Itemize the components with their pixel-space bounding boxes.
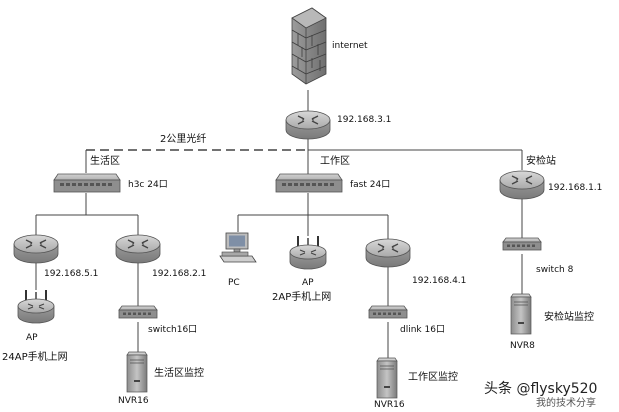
ap-living-icon [17,289,55,324]
core-router-icon [285,110,331,140]
switch-h3c-icon [53,173,121,193]
ap-work-label: AP [302,278,314,288]
ap-work-icon [289,235,327,270]
watermark-author: 头条 @flysky520 [484,380,597,397]
ap-living-desc: 24AP手机上网 [2,350,68,363]
firewall-icon [291,7,327,85]
switch-fast-icon [275,173,343,193]
pc-icon [219,232,257,263]
monitor-living-label: 生活区监控 [154,366,204,379]
zone-security-label: 安检站 [526,154,556,167]
switch-h3c-label: h3c 24口 [128,180,168,190]
nvr-living-label: NVR16 [118,396,149,406]
switch-security-label: switch 8 [536,265,574,275]
monitor-work-label: 工作区监控 [408,370,458,383]
nvr-security-icon [510,293,532,335]
switch-living-icon [118,305,158,319]
zone-living-label: 生活区 [90,154,120,167]
switch-work-icon [368,305,408,319]
nvr-work-icon [376,357,398,399]
fiber-link-label: 2公里光纤 [160,132,206,145]
ap-work-desc: 2AP手机上网 [272,290,331,303]
zone-work-label: 工作区 [320,155,350,167]
switch-fast-label: fast 24口 [350,180,390,190]
router-living-ap-icon [13,234,59,264]
nvr-living-icon [126,351,148,393]
router-living-monitor-ip: 192.168.2.1 [152,269,206,279]
nvr-work-label: NVR16 [374,400,405,410]
router-work-monitor-icon [365,238,411,268]
router-security-icon [499,170,545,200]
monitor-security-label: 安检站监控 [544,310,594,323]
pc-label: PC [228,278,240,288]
switch-living-label: switch16口 [148,325,197,335]
router-security-ip: 192.168.1.1 [548,183,602,193]
core-router-ip: 192.168.3.1 [337,115,391,125]
internet-label: internet [332,41,368,51]
watermark-sub: 我的技术分享 [536,396,596,409]
router-living-monitor-icon [115,234,161,264]
switch-security-icon [502,237,542,251]
router-living-ap-ip: 192.168.5.1 [44,269,98,279]
router-work-monitor-ip: 192.168.4.1 [412,276,466,286]
ap-living-label: AP [26,333,38,343]
nvr-security-label: NVR8 [510,341,535,351]
connection-lines [35,90,523,358]
switch-work-label: dlink 16口 [400,325,445,335]
